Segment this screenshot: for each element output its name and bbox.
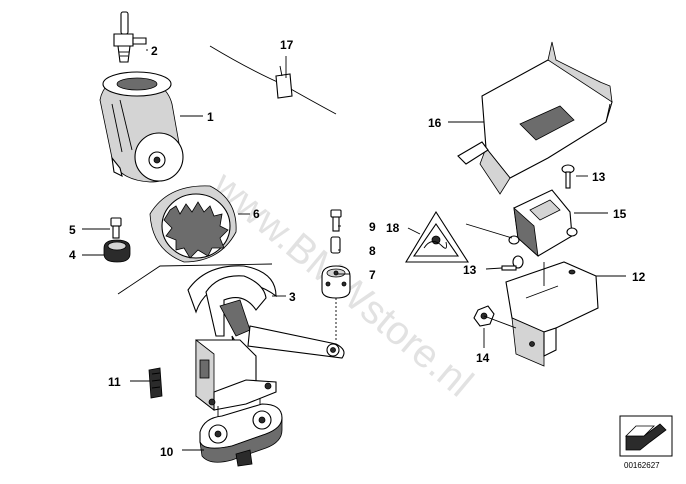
- callout-13-upper: 13: [592, 170, 606, 184]
- part-18-warning-label: [405, 210, 470, 263]
- callout-5: 5: [69, 223, 76, 237]
- callout-11: 11: [108, 375, 121, 389]
- part-5-bolt: [110, 217, 122, 239]
- callout-14: 14: [476, 351, 490, 365]
- callout-12: 12: [632, 270, 646, 284]
- leader-lines: [82, 49, 626, 451]
- part-13-screw-lower: [501, 255, 524, 271]
- reference-number: 00162627: [624, 461, 660, 470]
- part-13-screw-upper: [561, 164, 575, 189]
- callout-16: 16: [428, 116, 442, 130]
- part-15-sensor-module: [508, 189, 578, 258]
- part-4-grommet: [103, 239, 131, 263]
- callout-7: 7: [369, 268, 376, 282]
- callout-8: 8: [369, 244, 376, 258]
- part-3-bracket-arm: [187, 265, 345, 361]
- callout-3: 3: [289, 290, 296, 304]
- callout-6: 6: [253, 207, 260, 221]
- part-2-connector: [113, 11, 147, 63]
- callout-4: 4: [69, 248, 76, 262]
- part-12-mounting-bracket: [505, 261, 599, 367]
- part-6-ring-gear: [149, 185, 237, 263]
- callout-10: 10: [160, 445, 174, 459]
- callout-9: 9: [369, 220, 376, 234]
- assembly-guide-lines: [117, 262, 545, 329]
- part-10-base-plate: [199, 398, 283, 467]
- callout-15: 15: [613, 207, 627, 221]
- callout-1: 1: [207, 110, 214, 124]
- callout-17: 17: [280, 38, 294, 52]
- callout-18: 18: [386, 221, 400, 235]
- part-16-cover: [457, 41, 613, 195]
- callout-13-lower: 13: [463, 263, 477, 277]
- part-11-sensor-bracket: [148, 339, 277, 411]
- part-1-motor: [99, 71, 184, 183]
- callout-2: 2: [151, 44, 158, 58]
- part-8-sleeve: [330, 236, 341, 254]
- part-17-cable-tie: [209, 45, 337, 115]
- arrow-reference-icon: [625, 423, 667, 451]
- reference-box: 00162627: [619, 415, 673, 470]
- label-link-line: [465, 223, 513, 239]
- part-9-bolt: [330, 209, 342, 232]
